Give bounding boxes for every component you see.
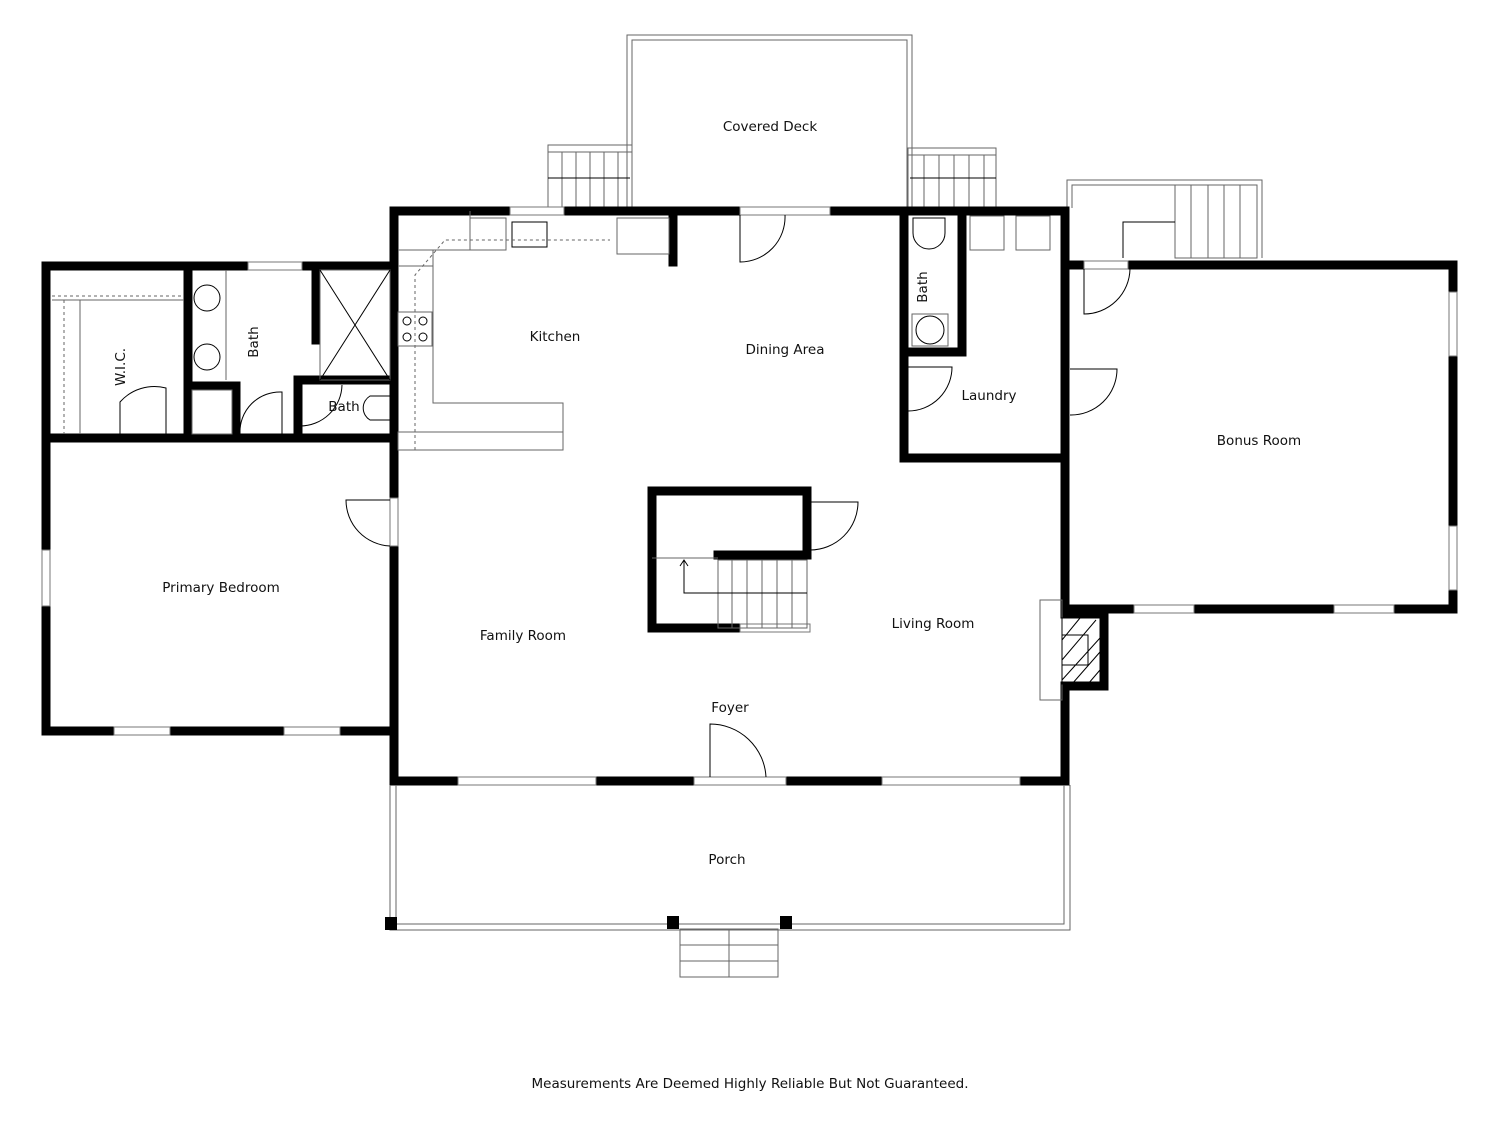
- interior-stairs: [652, 557, 808, 629]
- room-label-bath-half: Bath: [328, 399, 359, 415]
- room-label-bath-primary: Bath: [246, 326, 262, 357]
- doors: [119, 214, 1131, 778]
- covered-deck: [626, 34, 913, 208]
- room-label-primary-bedroom: Primary Bedroom: [162, 580, 280, 596]
- room-label-family-room: Family Room: [480, 628, 566, 644]
- deck-stairs-left: [547, 144, 633, 209]
- room-label-living-room: Living Room: [892, 616, 975, 632]
- windows: [41, 206, 1458, 786]
- bath-fixtures: [52, 215, 1051, 435]
- room-label-laundry: Laundry: [961, 388, 1016, 404]
- walls: [41, 206, 1458, 786]
- room-label-bath-laundry: Bath: [915, 271, 931, 302]
- room-label-porch: Porch: [708, 852, 745, 868]
- room-label-wic: W.I.C.: [113, 348, 129, 386]
- deck-stairs-right: [907, 147, 997, 209]
- room-label-kitchen: Kitchen: [530, 329, 581, 345]
- room-label-foyer: Foyer: [711, 700, 749, 716]
- room-label-dining-area: Dining Area: [746, 342, 825, 358]
- room-label-bonus-room: Bonus Room: [1217, 433, 1301, 449]
- kitchen-fixtures: [397, 211, 670, 451]
- bonus-stairs: [1066, 179, 1263, 259]
- fireplace: [1039, 599, 1101, 701]
- room-label-covered-deck: Covered Deck: [723, 119, 818, 135]
- disclaimer-footer: Measurements Are Deemed Highly Reliable …: [531, 1076, 969, 1092]
- porch: [385, 785, 1071, 978]
